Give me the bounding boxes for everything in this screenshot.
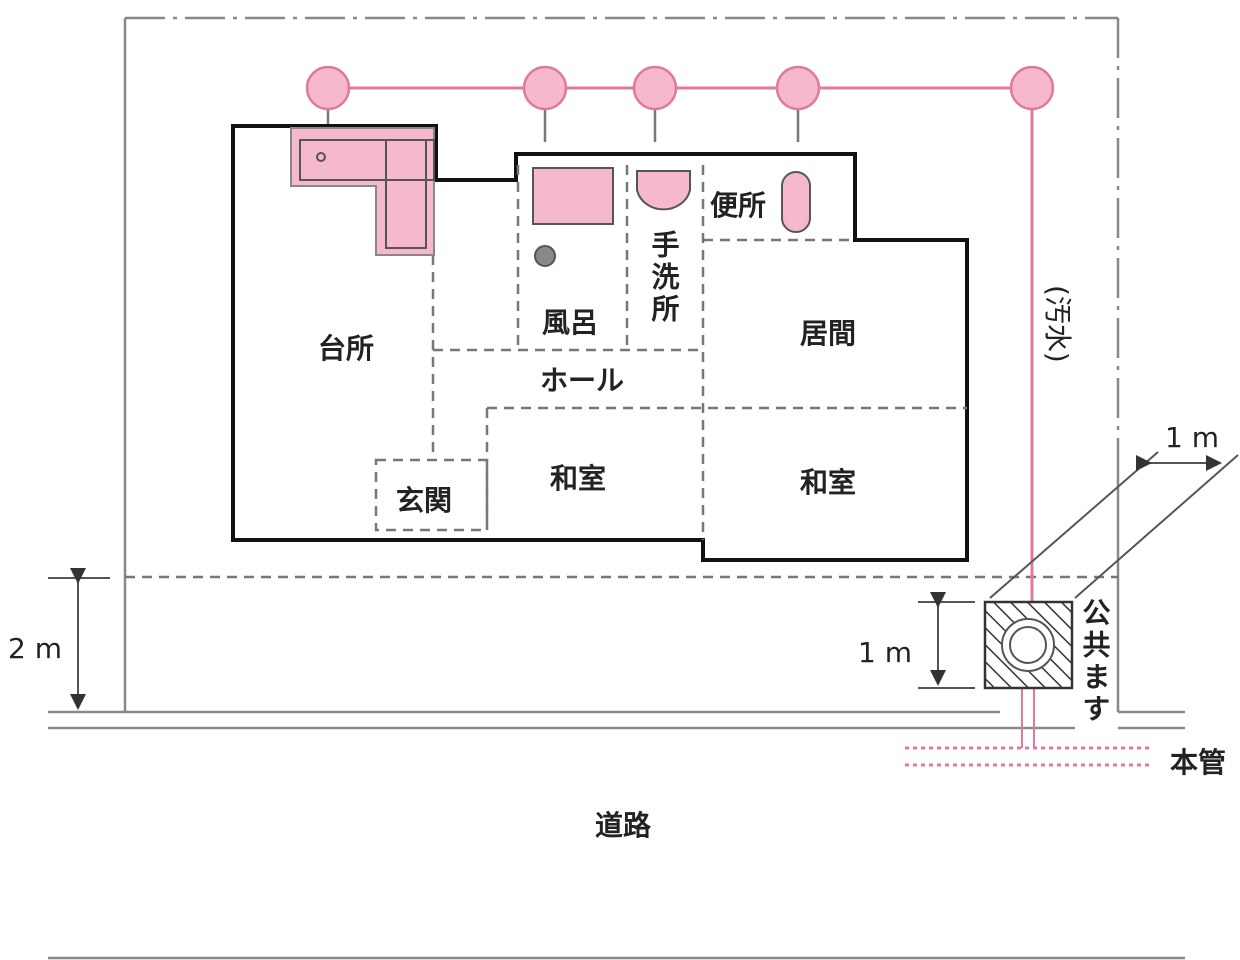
room-label-living: 居間 [800, 317, 856, 350]
main-pipe [905, 746, 1150, 767]
public-basin-label: 公共ます [1079, 598, 1112, 726]
basin-icon [775, 65, 821, 111]
toilet-icon [781, 171, 811, 233]
drain-pipe [328, 86, 1035, 748]
sewage-label: (汚水) [1041, 285, 1074, 363]
room-label-entrance: 玄関 [396, 484, 452, 517]
main-pipe-label: 本管 [1170, 746, 1226, 779]
room-partitions [374, 165, 967, 540]
room-label-hall: ホール [540, 364, 624, 397]
room-label-washitsu-1: 和室 [550, 462, 606, 495]
property-boundary [48, 16, 1185, 960]
setback-dimension: 2 m [8, 632, 62, 665]
room-label-washroom: 手洗所 [648, 230, 681, 326]
offset-dimension: 1 m [1165, 421, 1219, 454]
basin-icon [632, 65, 678, 111]
basin-icon [522, 65, 568, 111]
basin-dimension: 1 m [858, 636, 912, 669]
bath-drain-icon [534, 245, 556, 267]
inspection-basins [305, 65, 1055, 111]
bathtub-icon [532, 167, 614, 225]
room-label-washitsu-2: 和室 [800, 466, 856, 499]
basin-icon [305, 65, 351, 111]
dimension-lines [48, 451, 1239, 710]
basin-icon [1009, 65, 1055, 111]
public-basin-icon [983, 600, 1074, 690]
washbasin-icon [636, 170, 691, 211]
room-label-kitchen: 台所 [318, 332, 374, 365]
road-label: 道路 [595, 809, 652, 842]
branch-pipes [326, 110, 800, 142]
room-label-toilet: 便所 [710, 189, 766, 222]
kitchen-counter-icon [290, 127, 435, 256]
room-label-bath: 風呂 [542, 306, 598, 339]
